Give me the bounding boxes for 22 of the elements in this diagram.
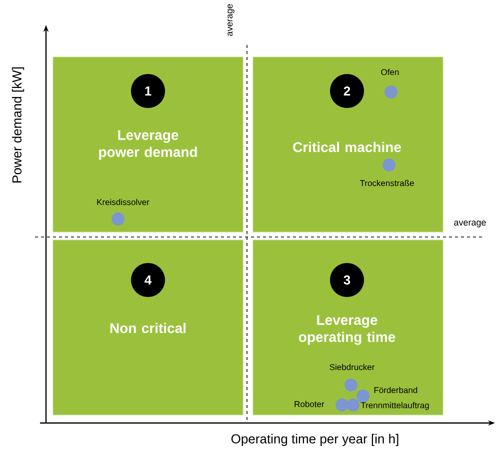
point-label: Siebdrucker [330,364,375,370]
point-label: Förderband [374,386,418,394]
data-point [336,398,348,412]
data-point [346,398,360,412]
point-label: Trockenstraße [360,180,414,186]
data-point [344,378,358,392]
average-label: average [228,4,234,36]
point-label: Roboter [294,400,324,408]
axis-title: Operating time per year [in h] [231,434,398,446]
data-point [112,212,124,226]
number-badge: 1 [131,74,165,108]
data-point [356,389,370,402]
point-label: Ofen [381,68,399,76]
data-point [382,158,396,172]
axis-title: Power demand [kW] [12,67,24,182]
point-label: Trennmittelauftrag [360,402,429,410]
number-badge: 4 [131,263,165,297]
average-label: average [454,220,486,228]
point-label: Kreisdissolver [97,198,150,206]
number-badge: 2 [330,74,364,108]
data-point [384,86,398,98]
number-badge: 3 [330,263,364,297]
